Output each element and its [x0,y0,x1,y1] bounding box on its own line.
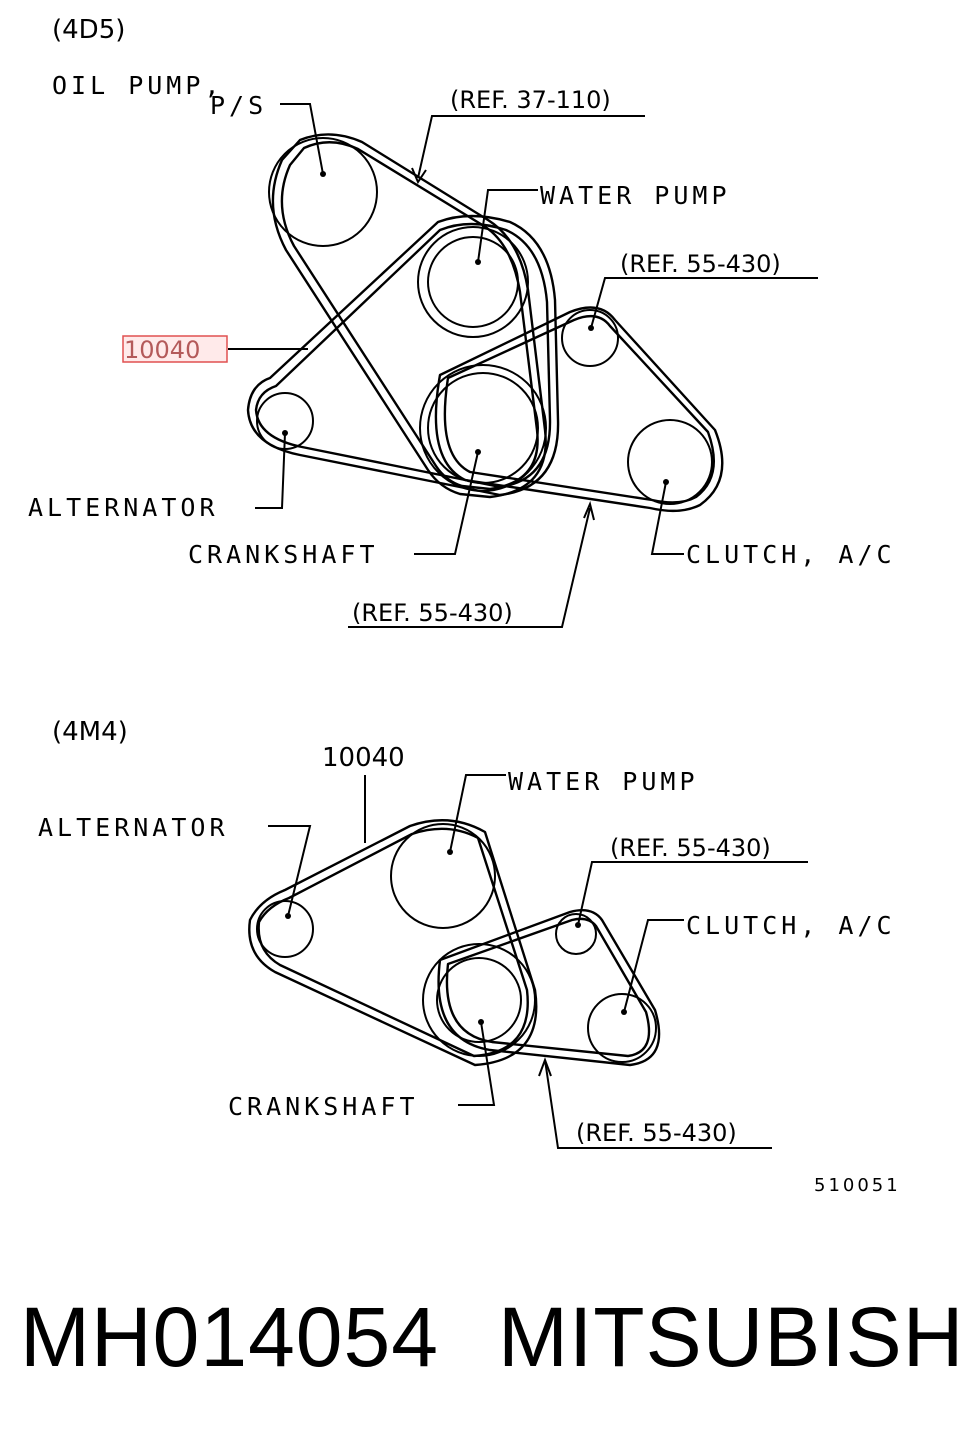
label-ref-55-430-top-4m4: (REF. 55-430) [610,834,771,862]
label-alternator: ALTERNATOR [28,493,219,522]
label-water-pump-4m4: WATER PUMP [508,767,699,796]
diagram-4m4-title: (4M4) [52,717,128,747]
belt-10040-4m4-inner [257,827,529,1058]
idler-pulley-4m4 [555,913,597,955]
water-pump-pulley-4m4 [390,823,496,929]
leader-crankshaft-4m4 [458,1021,496,1106]
brand-name: MITSUBISHI [498,1290,960,1384]
leader-clutch-4m4 [623,919,684,1013]
leader-alternator-4m4 [268,825,312,917]
label-clutch-ac-4m4: CLUTCH, A/C [686,911,896,940]
arrow-ref-55-430 [583,500,595,521]
arrow-ref-37-110 [411,167,427,185]
label-crankshaft-4m4: CRANKSHAFT [228,1092,419,1121]
belt-10040-inner [254,222,552,489]
label-ps: P/S [210,91,267,120]
leader-crankshaft [414,451,479,555]
diagram-4m4: (4M4) 10040 WATER PUMP ALTERNATOR [38,717,896,1149]
belt-ac-4m4 [437,909,661,1067]
label-crankshaft: CRANKSHAFT [188,540,379,569]
label-part-10040-4m4[interactable]: 10040 [322,743,405,773]
drawing-number: 510051 [814,1175,901,1196]
part-10040-highlight[interactable] [122,335,228,363]
leader-ref-37-110 [417,115,645,179]
label-alternator-4m4: ALTERNATOR [38,813,229,842]
diagram-4d5-title: (4D5) [52,15,125,45]
label-clutch-ac: CLUTCH, A/C [686,540,896,569]
diagram-4d5: (4D5) [28,15,896,628]
arrow-ref-55-430-4m4 [538,1057,552,1077]
belt-10040 [246,214,560,497]
belt-ac-4m4-inner [445,917,651,1058]
label-ref-55-430-bottom-4m4: (REF. 55-430) [576,1119,737,1147]
belt-ac [434,306,724,513]
leader-ref-55-430-top [590,277,818,329]
belt-ps-inner [280,141,539,491]
label-ref-55-430-bottom: (REF. 55-430) [352,599,513,627]
label-ref-37-110: (REF. 37-110) [450,86,611,114]
leader-ref-55-430-bottom-4m4 [544,1059,772,1149]
clutch-ac-pulley [627,419,713,505]
alternator-pulley-4m4 [256,900,314,958]
idler-pulley [561,309,619,367]
water-pump-pulley-hub [427,236,519,328]
label-oil-pump: OIL PUMP, [52,71,223,100]
leader-clutch [650,481,684,555]
part-number: MH014054 [20,1290,439,1384]
label-part-10040[interactable]: 10040 [124,336,200,364]
leader-alternator [255,432,286,509]
leader-ref-55-430-top-4m4 [577,861,808,926]
leader-water-pump-4m4 [449,774,506,853]
leader-ps [280,103,324,175]
belt-10040-4m4 [248,819,538,1067]
belt-ps [271,133,547,499]
oil-pump-ps-pulley [268,137,378,247]
label-ref-55-430-top: (REF. 55-430) [620,250,781,278]
leader-water-pump [477,189,538,263]
label-water-pump: WATER PUMP [540,181,731,210]
belt-ac-inner [443,314,715,504]
leader-ref-55-430-bottom [348,507,591,628]
clutch-ac-pulley-4m4 [587,993,657,1063]
